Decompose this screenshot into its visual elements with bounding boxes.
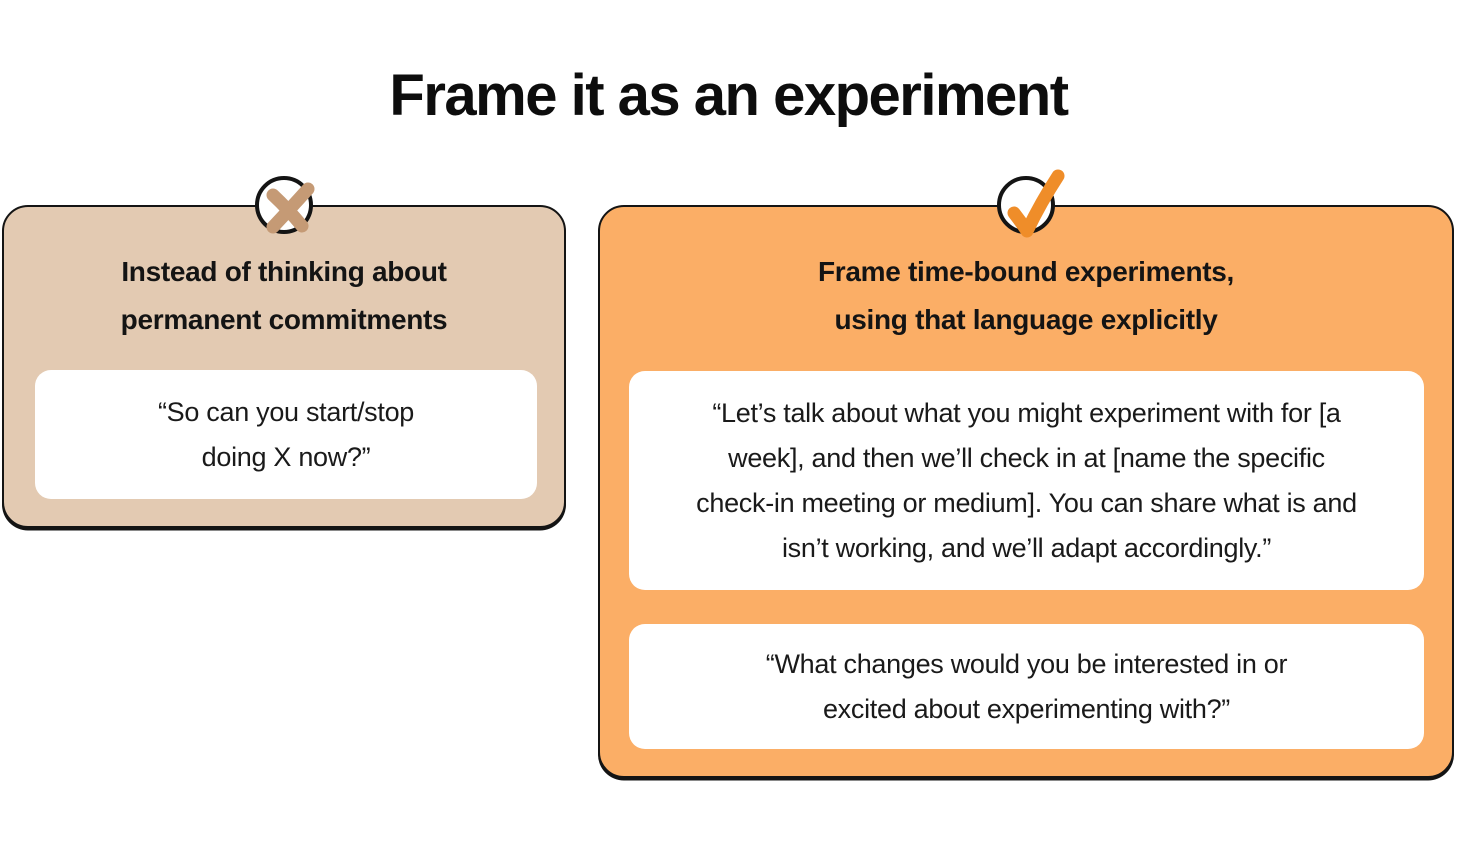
dont-quote-text: “So can you start/stop doing X now?” xyxy=(157,396,415,472)
dont-card: Instead of thinking about permanent comm… xyxy=(2,176,566,528)
page-title: Frame it as an experiment xyxy=(389,63,1069,128)
do-card: Frame time-bound experiments, using that… xyxy=(598,169,1454,778)
x-mark-glyph xyxy=(266,182,315,234)
dont-card-heading: Instead of thinking about permanent comm… xyxy=(120,256,448,335)
dont-quote-card: “So can you start/stop doing X now?” xyxy=(35,370,537,499)
do-quote-text-1: “Let’s talk about what you might experim… xyxy=(696,397,1357,563)
do-quote-text-2: “What changes would you be interested in… xyxy=(765,648,1288,724)
do-quote-card-1: “Let’s talk about what you might experim… xyxy=(629,371,1424,590)
check-mark-glyph xyxy=(1007,169,1065,238)
do-quote-card-2: “What changes would you be interested in… xyxy=(629,624,1424,749)
x-mark-icon xyxy=(255,176,315,234)
check-mark-icon xyxy=(997,169,1065,238)
do-card-heading: Frame time-bound experiments, using that… xyxy=(817,256,1235,335)
